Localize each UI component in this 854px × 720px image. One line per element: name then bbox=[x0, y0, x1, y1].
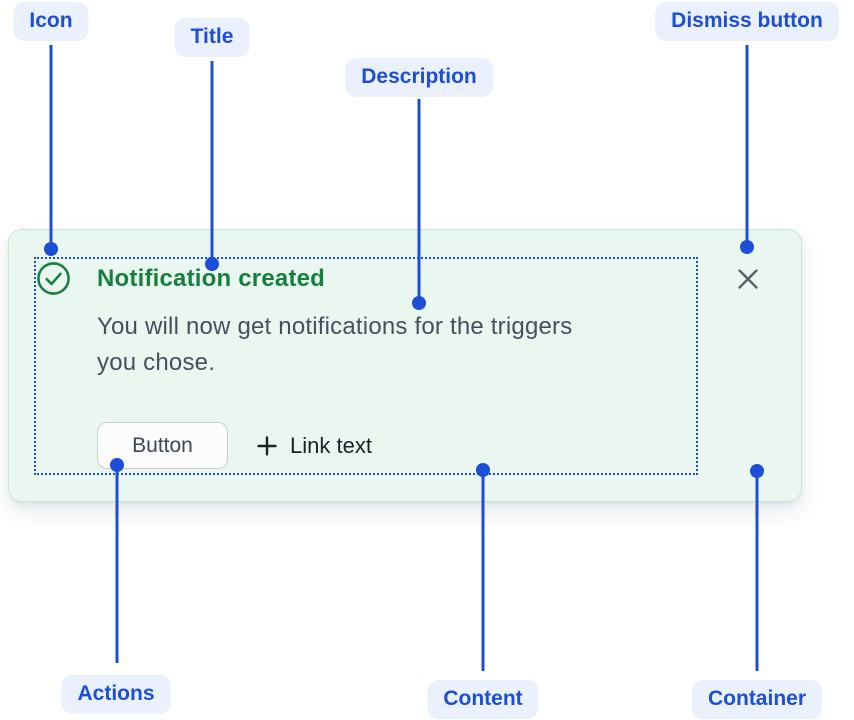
description-connector-dot bbox=[412, 296, 426, 310]
annotation-label-description: Description bbox=[345, 58, 493, 98]
annotation-label-content: Content bbox=[427, 680, 539, 720]
annotation-label-actions: Actions bbox=[61, 675, 171, 715]
actions-connector-dot bbox=[110, 458, 124, 472]
close-icon bbox=[738, 269, 758, 289]
flag-container: Notification created You will now get no… bbox=[8, 229, 802, 502]
content-connector-dot bbox=[476, 463, 490, 477]
content-connector-line bbox=[481, 470, 485, 671]
annotation-label-icon: Icon bbox=[13, 2, 89, 42]
description-connector-line bbox=[417, 99, 421, 297]
title-connector-line bbox=[210, 61, 214, 259]
annotation-label-dismiss-button: Dismiss button bbox=[655, 2, 839, 42]
flag-link[interactable]: Link text bbox=[254, 433, 372, 459]
flag-actions: Button Link text bbox=[97, 422, 372, 469]
plus-icon bbox=[257, 435, 277, 456]
container-connector-line bbox=[755, 471, 759, 671]
actions-connector-line bbox=[115, 465, 119, 663]
flag-content-area bbox=[34, 257, 698, 475]
icon-connector-line bbox=[49, 45, 53, 243]
dismiss-connector-dot bbox=[740, 240, 754, 254]
title-connector-dot bbox=[205, 257, 219, 271]
dismiss-connector-line bbox=[745, 45, 749, 241]
container-connector-dot bbox=[750, 464, 764, 478]
dismiss-button[interactable] bbox=[735, 266, 761, 292]
annotation-label-container: Container bbox=[691, 680, 823, 720]
annotation-label-title: Title bbox=[174, 18, 250, 58]
flag-description: You will now get notifications for the t… bbox=[97, 313, 573, 376]
icon-connector-dot bbox=[44, 242, 58, 256]
check-circle-icon bbox=[37, 262, 70, 295]
flag-link-label: Link text bbox=[290, 432, 372, 458]
